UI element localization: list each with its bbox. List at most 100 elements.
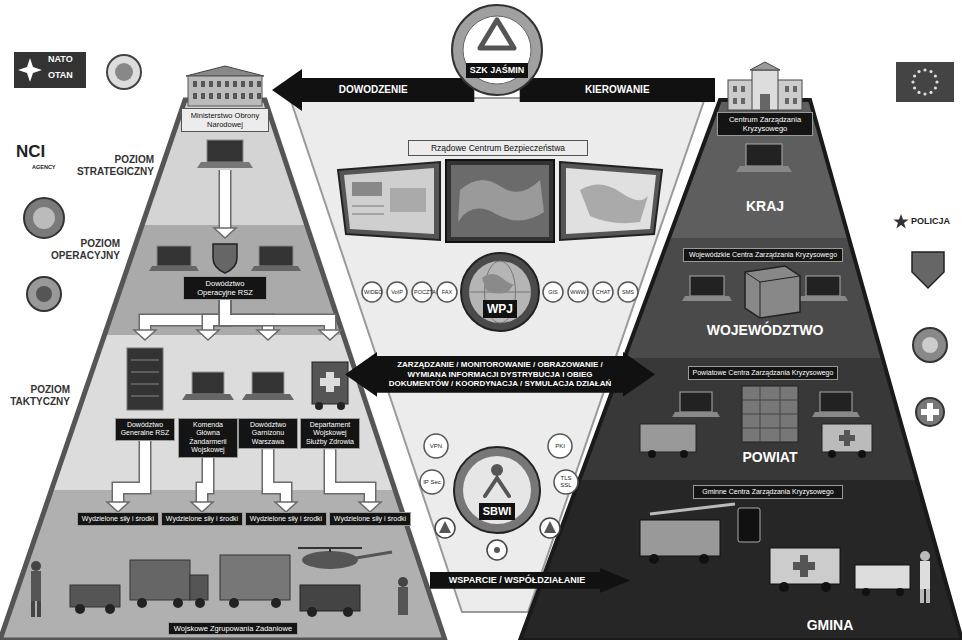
- laptop-icon: [242, 394, 294, 400]
- office-building: [780, 386, 781, 442]
- level-label: POZIOM TAKTYCZNY: [4, 384, 70, 407]
- crisis-building: [793, 86, 797, 92]
- eu-flag: [896, 62, 954, 102]
- rescue-vehicles: [648, 450, 656, 458]
- laptop-icon: [207, 140, 243, 162]
- arrow-outline: [202, 458, 208, 502]
- screen-wall: [352, 214, 384, 215]
- office-building: [742, 414, 798, 415]
- unit-box: Centrum Zarządzania Kryzysowego: [715, 66, 815, 174]
- rescue-vehicles: [920, 589, 924, 603]
- screen-wall: [446, 160, 554, 242]
- unit-box: Gminne Centra Zarządzania Kryzysowego: [693, 485, 843, 499]
- level-label: POZIOM STRATEGICZNY: [74, 154, 154, 177]
- office-building: [742, 428, 798, 429]
- medical-vehicle: [337, 402, 345, 410]
- crisis-building: [793, 98, 797, 104]
- unit-box: Wydzielone siły i środki: [161, 512, 243, 526]
- crisis-building: [741, 98, 745, 104]
- arrow-body: [330, 449, 370, 502]
- logo-text: NATO: [48, 54, 73, 64]
- node-label: Wydzielone siły i środki: [329, 512, 411, 526]
- rescue-vehicles: [896, 588, 904, 596]
- eu-flag: [935, 80, 938, 83]
- arrow-outline: [225, 300, 330, 330]
- service-emblem: [922, 337, 938, 353]
- unit-box: Dowództwo Generalne RSZ: [115, 340, 175, 441]
- arrow-head: [134, 330, 156, 340]
- rescue-vehicles: [862, 588, 870, 596]
- tier-label: WOJEWÓDZTWO: [700, 322, 830, 338]
- eu-flag: [917, 91, 920, 94]
- service-chip: WIDEO: [361, 281, 383, 303]
- logo-text: POLICJA: [911, 216, 950, 226]
- rescue-vehicles: [855, 565, 910, 589]
- laptop-icon: [197, 162, 253, 168]
- arrow-head: [359, 502, 381, 512]
- military-units: [31, 601, 35, 617]
- arrow-outline: [268, 449, 286, 502]
- arrow-head: [257, 330, 279, 340]
- node-label: WSPARCIE / WSPÓŁDZIAŁANIE: [440, 575, 594, 586]
- ministry-building: [233, 93, 237, 99]
- ministry-building: [233, 81, 237, 87]
- laptop-icon: [251, 266, 301, 271]
- node-label: Ministerstwo Obrony Narodowej: [181, 108, 269, 132]
- service-chip: POCZTA: [411, 281, 433, 303]
- server-cube: [745, 266, 800, 318]
- system-circle: WPJ: [460, 252, 540, 332]
- ministry-building: [186, 66, 264, 106]
- arrow-head: [214, 228, 236, 238]
- rescue-vehicles: [926, 589, 930, 603]
- ministry-building: [201, 81, 205, 87]
- arrow-outline: [118, 441, 145, 502]
- service-chip: FAX: [436, 281, 458, 303]
- service-emblem: [912, 252, 944, 288]
- service-emblem: [893, 214, 947, 426]
- node-label: Wydzielone siły i środki: [245, 512, 327, 526]
- node-label: SMS: [622, 289, 634, 295]
- ministry-building: [257, 93, 261, 99]
- ministry-building: [249, 93, 253, 99]
- crisis-building: [760, 94, 770, 110]
- node-label: WPJ: [483, 300, 517, 318]
- rescue-vehicles: [839, 435, 855, 441]
- server-cube: [760, 282, 761, 318]
- crisis-building: [785, 98, 789, 104]
- arrow-head: [107, 502, 129, 512]
- arrow-body: [118, 441, 145, 502]
- logo-text: OTAN: [48, 70, 73, 80]
- crisis-building: [733, 98, 737, 104]
- eu-flag: [911, 80, 914, 83]
- service-chip: CHAT: [592, 281, 614, 303]
- screen-wall: [458, 180, 544, 222]
- screen-wall: [352, 182, 382, 196]
- laptop-icon: [157, 246, 191, 266]
- unit-box: Departament Wojskowej Służby Zdrowia: [300, 340, 360, 449]
- screen-wall: [338, 160, 662, 242]
- military-units: [31, 571, 41, 601]
- ministry-building: [217, 81, 221, 87]
- rescue-vehicles: [858, 450, 866, 458]
- screen-wall: [390, 188, 426, 212]
- unit-box: Wojskowe Zgrupowania Zadaniowe: [168, 622, 298, 635]
- flow-arrow: [134, 300, 225, 340]
- military-pyramid: [0, 490, 445, 640]
- node-label: Gminne Centra Zarządzania Kryzysowego: [693, 485, 843, 499]
- unit-box: Powiatowe Centra Zarządzania Kryzysowego: [688, 366, 838, 380]
- arrow-head: [275, 502, 297, 512]
- rescue-vehicles: [822, 424, 872, 452]
- node-label: Departament Wojskowej Służby Zdrowia: [300, 418, 360, 449]
- arrow-body: [225, 300, 330, 330]
- node-label: Wydzielone siły i środki: [161, 512, 243, 526]
- crisis-building: [733, 86, 737, 92]
- service-chip: SMS: [617, 281, 639, 303]
- military-units: [220, 555, 290, 600]
- military-units: [105, 604, 115, 614]
- military-units: [75, 604, 85, 614]
- military-units: [31, 548, 408, 617]
- military-units: [195, 598, 205, 608]
- unit-box: Wojewódzkie Centra Zarządzania Kryzysowe…: [683, 248, 843, 262]
- flow-arrow: [214, 170, 236, 238]
- support-arrow: WSPARCIE / WSPÓŁDZIAŁANIE: [430, 568, 630, 593]
